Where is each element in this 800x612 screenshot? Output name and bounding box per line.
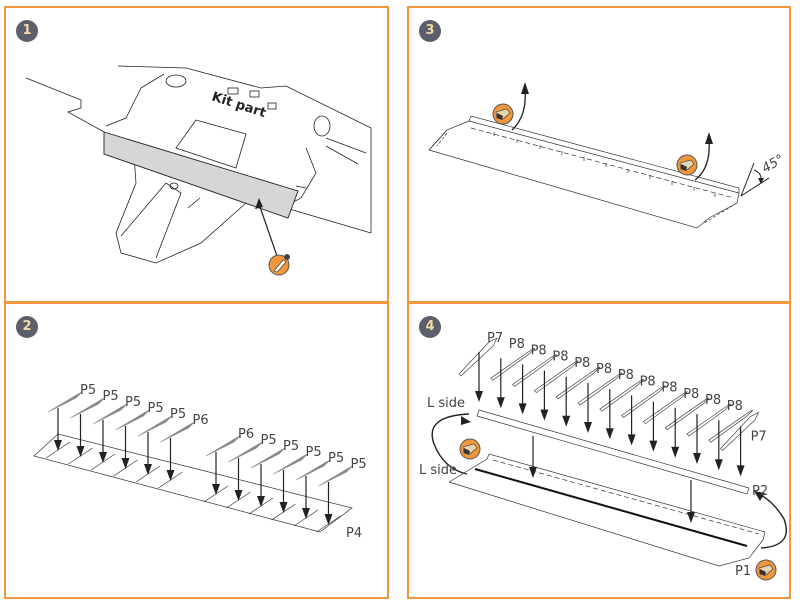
- part-label: P7: [487, 331, 503, 346]
- part-label: P8: [727, 399, 743, 414]
- step-number-badge: 3: [419, 20, 441, 42]
- part-label: P8: [661, 381, 677, 396]
- part-label: P8: [683, 387, 699, 402]
- base-p1: [448, 453, 766, 567]
- l-side-bottom-label: L side: [419, 463, 457, 478]
- knife-cut-icon: [268, 254, 290, 276]
- bend-tool-icon: [459, 438, 481, 460]
- part-label: P8: [705, 393, 721, 408]
- part-p5: P5: [318, 457, 367, 525]
- part-label: P7: [751, 429, 767, 444]
- part-label: P5: [328, 451, 344, 466]
- step-1-panel: 1 Kit: [4, 6, 389, 303]
- part-p8: P8: [708, 399, 754, 471]
- part-label: P8: [531, 343, 547, 358]
- part-p8: P8: [686, 393, 732, 464]
- part-p5: P5: [115, 401, 164, 469]
- strip-p2: [476, 409, 750, 495]
- part-p7: P7: [720, 411, 767, 477]
- part-p5: P5: [70, 389, 119, 457]
- l-side-top-label: L side: [427, 396, 465, 411]
- bend-tool-icon: [755, 559, 777, 581]
- part-p7: P7: [458, 331, 503, 402]
- part-label: P5: [80, 383, 96, 398]
- base-label: P1: [735, 564, 751, 579]
- angle-label: 45°: [760, 152, 787, 177]
- part-label: P5: [125, 395, 141, 410]
- part-p8: P8: [642, 381, 688, 452]
- part-label: P5: [283, 439, 299, 454]
- part-p5: P5: [137, 407, 186, 475]
- base-strip-p4: [33, 433, 353, 533]
- part-p6: P6: [160, 413, 209, 481]
- base-label: P4: [346, 526, 362, 541]
- part-label: P5: [170, 407, 186, 422]
- part-label: P5: [261, 433, 277, 448]
- part-p8: P8: [599, 368, 645, 440]
- part-p8: P8: [490, 337, 536, 409]
- part-p8: P8: [512, 343, 557, 415]
- step-3-panel: 3: [407, 6, 791, 303]
- part-label: P5: [148, 401, 164, 416]
- part-p8: P8: [664, 387, 710, 458]
- part-p8: P8: [533, 350, 579, 421]
- part-label: P5: [306, 445, 322, 460]
- part-p5: P5: [295, 451, 344, 519]
- step-1-drawing: Kit part: [25, 65, 372, 276]
- part-label: P6: [193, 413, 209, 428]
- step-number-badge: 1: [16, 20, 38, 42]
- bend-tool-icon: [676, 154, 698, 176]
- step-3-drawing: 45°: [428, 82, 787, 229]
- part-p5: P5: [47, 383, 96, 451]
- part-p8: P8: [555, 356, 601, 427]
- part-p6: P6: [205, 427, 254, 495]
- part-label: P8: [552, 350, 568, 365]
- part-label: P5: [351, 457, 367, 472]
- step-number-badge: 2: [16, 316, 38, 338]
- part-label: P8: [509, 337, 525, 352]
- bend-tool-icon: [492, 103, 514, 125]
- part-p8: P8: [621, 374, 666, 446]
- part-label: P8: [596, 362, 612, 377]
- strip-label: P2: [752, 484, 768, 499]
- part-label: P5: [103, 389, 119, 404]
- part-p5: P5: [228, 433, 277, 501]
- part-label: P8: [618, 368, 634, 383]
- part-label: P6: [238, 427, 254, 442]
- part-p8: P8: [577, 362, 623, 433]
- part-label: P8: [640, 374, 656, 389]
- masking-strip: [103, 131, 299, 219]
- part-p5: P5: [273, 445, 322, 513]
- part-p5: P5: [250, 439, 299, 507]
- part-p5: P5: [92, 395, 141, 463]
- part-label: P8: [574, 356, 590, 371]
- step-number-badge: 4: [419, 316, 441, 338]
